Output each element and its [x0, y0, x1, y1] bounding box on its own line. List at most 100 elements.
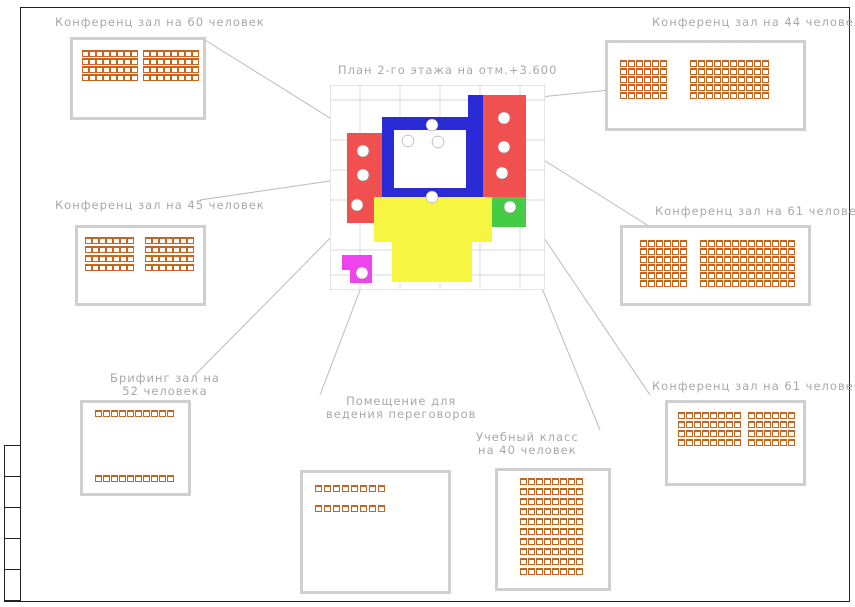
chair: [756, 248, 763, 255]
chair: [520, 528, 527, 535]
chair: [710, 439, 717, 446]
chair: [369, 505, 376, 512]
chair: [164, 74, 171, 81]
chair: [544, 568, 551, 575]
chair: [152, 255, 159, 262]
chair: [143, 66, 150, 73]
chair: [788, 412, 795, 419]
chair: [560, 538, 567, 545]
chair: [89, 50, 96, 57]
chair: [748, 280, 755, 287]
chair: [724, 272, 731, 279]
chair: [171, 58, 178, 65]
chair: [754, 68, 761, 75]
chair: [85, 246, 92, 253]
chair: [656, 248, 663, 255]
chair: [185, 50, 192, 57]
chair: [664, 256, 671, 263]
chair: [724, 264, 731, 271]
chair: [708, 240, 715, 247]
chair: [620, 60, 627, 67]
chair: [772, 280, 779, 287]
chair: [730, 76, 737, 83]
chair: [150, 50, 157, 57]
chair: [640, 280, 647, 287]
chair: [660, 76, 667, 83]
chair: [143, 475, 150, 482]
chair: [560, 518, 567, 525]
chair: [103, 50, 110, 57]
chair: [528, 508, 535, 515]
chair: [748, 272, 755, 279]
chair: [157, 50, 164, 57]
chair: [748, 256, 755, 263]
chair: [640, 240, 647, 247]
chair: [544, 498, 551, 505]
chair: [552, 538, 559, 545]
chair: [672, 256, 679, 263]
chair: [620, 68, 627, 75]
chair: [730, 60, 737, 67]
chair: [96, 58, 103, 65]
chair: [159, 410, 166, 417]
chair: [648, 280, 655, 287]
chair: [378, 485, 385, 492]
chair: [694, 430, 701, 437]
chair: [576, 548, 583, 555]
chair: [762, 60, 769, 67]
chair: [698, 76, 705, 83]
chair: [708, 256, 715, 263]
chair: [576, 488, 583, 495]
chair: [85, 255, 92, 262]
chair: [706, 76, 713, 83]
chair: [686, 412, 693, 419]
chair: [560, 568, 567, 575]
chair: [82, 66, 89, 73]
chair: [788, 430, 795, 437]
chair: [127, 255, 134, 262]
chair: [520, 488, 527, 495]
chair: [726, 439, 733, 446]
chair: [672, 272, 679, 279]
chair: [520, 478, 527, 485]
chair: [762, 92, 769, 99]
chair: [192, 50, 199, 57]
chair: [173, 264, 180, 271]
negotiation-title-line2: ведения переговоров: [326, 407, 477, 421]
chair: [722, 84, 729, 91]
chair: [738, 60, 745, 67]
chair: [152, 264, 159, 271]
chair: [164, 66, 171, 73]
negotiation-title-line1: Помещение для: [346, 394, 457, 408]
chair: [315, 505, 322, 512]
chair: [690, 60, 697, 67]
chair: [726, 412, 733, 419]
chair: [732, 280, 739, 287]
chair: [96, 74, 103, 81]
chair: [106, 264, 113, 271]
chair: [756, 421, 763, 428]
chair: [620, 92, 627, 99]
chair: [764, 256, 771, 263]
chair: [103, 66, 110, 73]
chair: [680, 248, 687, 255]
chair: [664, 264, 671, 271]
chair: [648, 264, 655, 271]
chair: [552, 488, 559, 495]
chair: [89, 58, 96, 65]
chair: [145, 255, 152, 262]
chair: [764, 412, 771, 419]
chair: [788, 264, 795, 271]
chair: [544, 478, 551, 485]
chair: [92, 246, 99, 253]
chair: [698, 60, 705, 67]
chair: [740, 256, 747, 263]
chair: [780, 439, 787, 446]
chair: [628, 84, 635, 91]
chair: [106, 237, 113, 244]
chair: [178, 50, 185, 57]
chair: [714, 60, 721, 67]
chair: [180, 246, 187, 253]
chair: [120, 255, 127, 262]
